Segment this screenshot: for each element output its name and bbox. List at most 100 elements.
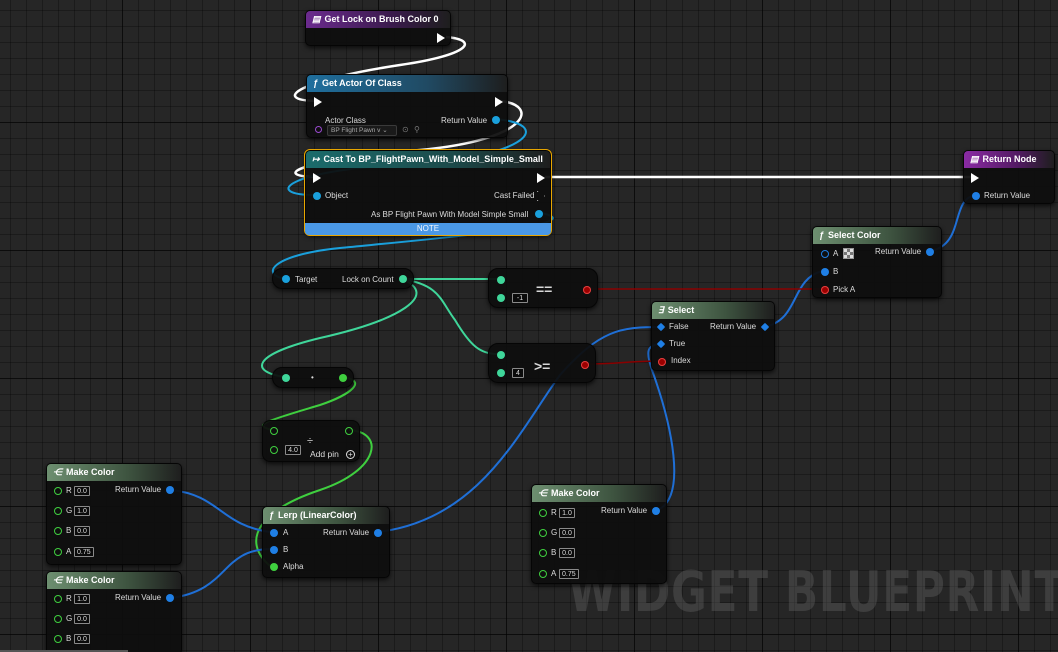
as-flight-pawn-pin[interactable] xyxy=(535,210,543,218)
r-label: R xyxy=(66,486,72,495)
actor-class-pin[interactable] xyxy=(315,126,322,133)
get-lock-node[interactable]: ▤Get Lock on Brush Color 0 xyxy=(305,10,451,46)
r-value[interactable]: 1.0 xyxy=(559,508,575,518)
r-label: R xyxy=(66,594,72,603)
lerp-b-pin[interactable] xyxy=(270,546,278,554)
r-pin[interactable] xyxy=(54,595,62,603)
make-color-node-3[interactable]: ⋲Make Color R 1.0 Return Value G 0.0 B 0… xyxy=(531,484,667,584)
add-pin-label[interactable]: Add pin xyxy=(310,449,339,459)
divide-out-pin[interactable] xyxy=(345,427,353,435)
return-value-pin[interactable] xyxy=(652,507,660,515)
g-value[interactable]: 0.0 xyxy=(559,528,575,538)
return-value-pin[interactable] xyxy=(972,192,980,200)
cast-failed-pin[interactable] xyxy=(537,191,545,201)
conversion-in-pin[interactable] xyxy=(282,374,290,382)
color-swatch[interactable] xyxy=(843,248,854,259)
browse-icon[interactable]: ⊙ xyxy=(402,125,409,134)
exec-out-pin[interactable] xyxy=(537,173,545,183)
get-lock-header: ▤Get Lock on Brush Color 0 xyxy=(306,11,450,28)
a-value[interactable]: 0.75 xyxy=(559,569,579,579)
exec-in-pin[interactable] xyxy=(314,97,322,107)
return-node-title: Return Node xyxy=(982,154,1037,164)
b-pin[interactable] xyxy=(54,635,62,643)
get-lock-title: Get Lock on Brush Color 0 xyxy=(324,14,439,24)
actor-class-combo[interactable]: BP Flight Pawn v ⌄ xyxy=(327,125,397,136)
select-color-b-pin[interactable] xyxy=(821,268,829,276)
cast-node[interactable]: ↦Cast To BP_FlightPawn_With_Model_Simple… xyxy=(304,149,552,236)
horizontal-scrollbar[interactable] xyxy=(0,650,128,652)
gte-node[interactable]: 4 >= xyxy=(488,343,596,383)
pick-a-pin[interactable] xyxy=(821,286,829,294)
return-node[interactable]: ▤Return Node Return Value xyxy=(963,150,1055,204)
g-pin[interactable] xyxy=(54,507,62,515)
a-pin[interactable] xyxy=(54,548,62,556)
select-false-pin[interactable] xyxy=(656,322,666,332)
return-value-pin[interactable] xyxy=(492,116,500,124)
lerp-b-label: B xyxy=(283,545,289,554)
b-value[interactable]: 0.0 xyxy=(74,634,90,644)
return-value-pin[interactable] xyxy=(166,486,174,494)
conversion-out-pin[interactable] xyxy=(339,374,347,382)
target-pin[interactable] xyxy=(282,275,290,283)
int-wire xyxy=(401,278,501,356)
a-value[interactable]: 0.75 xyxy=(74,547,94,557)
exec-in-pin[interactable] xyxy=(971,173,979,183)
divide-node[interactable]: 4.0 ÷ Add pin + xyxy=(262,420,360,462)
a-pin[interactable] xyxy=(539,570,547,578)
b-value[interactable]: 0.0 xyxy=(74,526,90,536)
object-pin[interactable] xyxy=(313,192,321,200)
lerp-alpha-pin[interactable] xyxy=(270,563,278,571)
equals-node[interactable]: -1 == xyxy=(488,268,598,308)
select-true-pin[interactable] xyxy=(656,339,666,349)
gte-b-pin[interactable] xyxy=(497,369,505,377)
b-pin[interactable] xyxy=(54,527,62,535)
equals-result-pin[interactable] xyxy=(583,286,591,294)
gte-a-pin[interactable] xyxy=(497,351,505,359)
r-value[interactable]: 1.0 xyxy=(74,594,90,604)
b-pin[interactable] xyxy=(539,549,547,557)
equals-b-value[interactable]: -1 xyxy=(512,293,528,303)
select-color-return-pin[interactable] xyxy=(926,248,934,256)
select-return-pin[interactable] xyxy=(760,322,770,332)
g-value[interactable]: 1.0 xyxy=(74,506,90,516)
gte-b-value[interactable]: 4 xyxy=(512,368,524,378)
cast-icon: ↦ xyxy=(312,154,320,164)
equals-a-pin[interactable] xyxy=(497,276,505,284)
make-color-node-2[interactable]: ⋲Make Color R 1.0 Return Value G 0.0 B 0… xyxy=(46,571,182,652)
conversion-dot: • xyxy=(311,373,314,382)
divide-a-pin[interactable] xyxy=(270,427,278,435)
conversion-node[interactable]: • xyxy=(272,367,354,388)
g-value[interactable]: 0.0 xyxy=(74,614,90,624)
lock-count-node[interactable]: Target Lock on Count xyxy=(272,268,414,289)
lock-count-pin[interactable] xyxy=(399,275,407,283)
lerp-return-label: Return Value xyxy=(323,528,370,537)
r-pin[interactable] xyxy=(539,509,547,517)
divide-b-pin[interactable] xyxy=(270,446,278,454)
lerp-a-pin[interactable] xyxy=(270,529,278,537)
return-value-pin[interactable] xyxy=(166,594,174,602)
exec-out-pin[interactable] xyxy=(495,97,503,107)
divide-b-value[interactable]: 4.0 xyxy=(285,445,301,455)
select-header: ∃Select xyxy=(652,302,774,319)
struct-wire xyxy=(170,489,271,533)
g-pin[interactable] xyxy=(54,615,62,623)
search-icon[interactable]: ⚲ xyxy=(414,125,420,134)
select-color-a-pin[interactable] xyxy=(821,250,829,258)
exec-out-pin[interactable] xyxy=(437,33,445,43)
exec-in-pin[interactable] xyxy=(313,173,321,183)
make-color-node-1[interactable]: ⋲Make Color R 0.0 Return Value G 1.0 B 0… xyxy=(46,463,182,565)
make-color-title: Make Color xyxy=(66,575,115,585)
r-pin[interactable] xyxy=(54,487,62,495)
select-node[interactable]: ∃Select False Return Value True Index xyxy=(651,301,775,371)
add-pin-icon[interactable]: + xyxy=(346,450,355,459)
r-value[interactable]: 0.0 xyxy=(74,486,90,496)
b-value[interactable]: 0.0 xyxy=(559,548,575,558)
select-index-pin[interactable] xyxy=(658,358,666,366)
gte-result-pin[interactable] xyxy=(581,361,589,369)
equals-b-pin[interactable] xyxy=(497,294,505,302)
lerp-return-pin[interactable] xyxy=(374,529,382,537)
g-pin[interactable] xyxy=(539,529,547,537)
